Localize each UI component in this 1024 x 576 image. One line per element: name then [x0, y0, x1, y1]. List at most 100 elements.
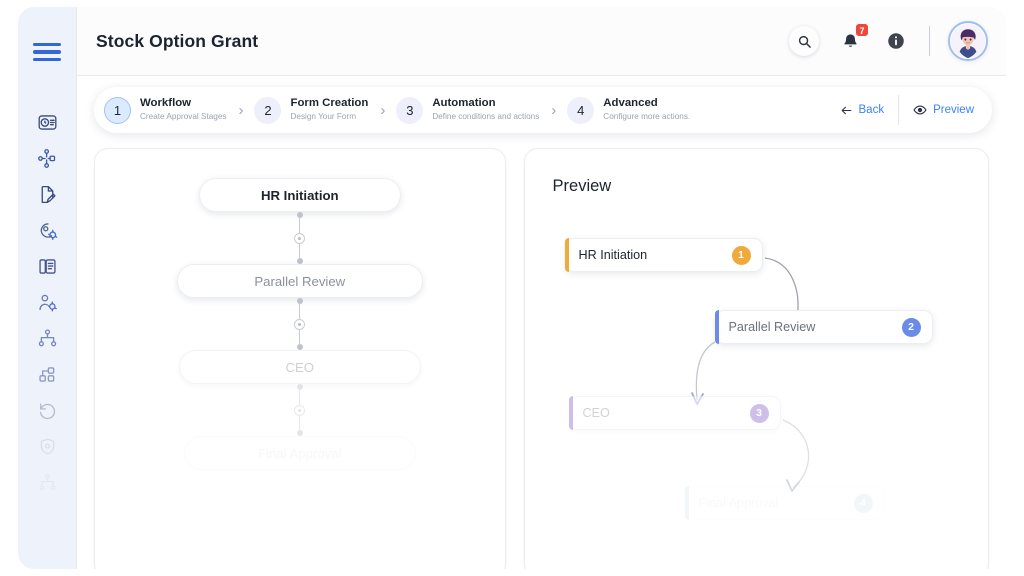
search-button[interactable] — [789, 26, 819, 56]
connector-line — [299, 415, 301, 430]
step-2-title: Form Creation — [290, 97, 369, 110]
connector-line — [299, 304, 301, 319]
connector-line — [299, 329, 301, 344]
history-undo-icon — [39, 403, 55, 419]
sidebar-item-modules[interactable] — [30, 357, 64, 391]
preview-node-label: CEO — [582, 406, 610, 420]
plug-dot-icon — [298, 236, 302, 240]
sidebar — [18, 7, 76, 569]
preview-node-parallel-review[interactable]: Parallel Review 2 — [714, 310, 933, 344]
back-label: Back — [858, 104, 885, 116]
step-1-text: Workflow Create Approval Stages — [140, 97, 227, 121]
stepper: 1 Workflow Create Approval Stages › 2 Fo… — [94, 87, 992, 133]
chevron-right-icon: › — [551, 101, 557, 119]
step-1-title: Workflow — [140, 97, 192, 110]
step-2-form-creation[interactable]: 2 Form Creation Design Your Form — [252, 96, 370, 124]
step-3-automation[interactable]: 3 Automation Define conditions and actio… — [394, 96, 541, 124]
chevron-right-icon: › — [380, 101, 386, 119]
preview-node-accent-bar — [714, 310, 719, 344]
add-step-button[interactable] — [294, 318, 306, 330]
sidebar-item-people[interactable] — [30, 285, 64, 319]
topbar: Stock Option Grant 7 — [77, 7, 1006, 76]
preview-node-hr-initiation[interactable]: HR Initiation 1 — [564, 238, 763, 272]
preview-node-ceo[interactable]: CEO 3 — [568, 396, 781, 430]
workflow-node-ceo[interactable]: CEO — [178, 350, 421, 384]
notifications-button[interactable]: 7 — [835, 23, 869, 56]
connector-line — [299, 390, 301, 405]
preview-node-badge: 4 — [853, 493, 873, 513]
connector-dot — [296, 212, 303, 218]
plug-dot-icon — [298, 322, 302, 326]
preview-button[interactable]: Preview — [898, 95, 986, 125]
blocks-icon — [38, 366, 54, 382]
hamburger-menu-icon[interactable] — [33, 43, 61, 61]
connector-dot — [296, 344, 303, 350]
step-2-text: Form Creation Design Your Form — [290, 97, 369, 121]
stepper-container: 1 Workflow Create Approval Stages › 2 Fo… — [77, 76, 1006, 133]
workflow-node-list: HR Initiation Parallel Review — [95, 149, 505, 470]
sidebar-item-security[interactable] — [30, 429, 64, 463]
step-1-number: 1 — [104, 96, 131, 124]
preview-panel: Preview HR Initiation 1 — [523, 148, 989, 569]
page-title: Stock Option Grant — [96, 30, 259, 51]
bell-icon — [843, 33, 857, 47]
back-button[interactable]: Back — [826, 95, 899, 125]
step-4-text: Advanced Configure more actions. — [603, 97, 691, 121]
step-4-advanced[interactable]: 4 Advanced Configure more actions. — [565, 96, 692, 124]
hamburger-bar — [33, 43, 61, 47]
preview-node-accent-bar — [684, 486, 689, 520]
add-step-button[interactable] — [294, 404, 306, 416]
arrow-left-icon — [841, 106, 851, 114]
preview-node-final-approval[interactable]: Final Approval 4 — [684, 486, 885, 520]
sidebar-item-time-tracking[interactable] — [30, 105, 64, 139]
chevron-right-icon: › — [238, 101, 244, 119]
step-3-title: Automation — [432, 97, 496, 110]
step-3-subtitle: Define conditions and actions — [432, 111, 540, 121]
sidebar-item-documents[interactable] — [30, 177, 64, 211]
panels: HR Initiation Parallel Review — [77, 133, 1006, 569]
preview-node-label: Parallel Review — [728, 320, 816, 334]
add-step-button[interactable] — [294, 232, 306, 244]
preview-node-badge: 1 — [731, 245, 751, 265]
connector-dot — [296, 384, 303, 390]
step-2-number: 2 — [254, 96, 282, 124]
sidebar-item-org-chart[interactable] — [30, 321, 64, 355]
workflow-node-final-approval[interactable]: Final Approval — [183, 436, 416, 470]
sidebar-item-profile-settings[interactable] — [30, 213, 64, 247]
workflow-connector-3 — [294, 384, 306, 436]
preview-node-badge: 2 — [901, 317, 921, 337]
sidebar-item-integrations[interactable] — [30, 465, 64, 499]
preview-node-accent-bar — [568, 396, 573, 430]
workflow-node-hr-initiation[interactable]: HR Initiation — [198, 178, 401, 212]
main-content: Stock Option Grant 7 — [76, 7, 1006, 569]
toolbar-divider — [929, 26, 930, 56]
workflow-builder-panel: HR Initiation Parallel Review — [94, 148, 506, 569]
connector-dot — [296, 430, 303, 436]
preview-node-label: Final Approval — [698, 496, 779, 510]
step-3-number: 3 — [396, 96, 424, 124]
preview-node-badge: 3 — [749, 403, 769, 423]
sidebar-item-workflow[interactable] — [30, 141, 64, 175]
connector-dot — [296, 258, 303, 264]
hierarchy-icon — [38, 328, 56, 346]
step-4-subtitle: Configure more actions. — [603, 111, 691, 121]
step-1-subtitle: Create Approval Stages — [140, 111, 227, 121]
sidebar-item-history[interactable] — [30, 393, 64, 427]
info-circle-icon — [888, 33, 904, 49]
step-1-workflow[interactable]: 1 Workflow Create Approval Stages — [102, 96, 228, 124]
user-settings-icon — [40, 222, 57, 240]
preview-label: Preview — [933, 104, 974, 116]
preview-canvas: HR Initiation 1 Parallel Review 2 CEO 3 — [525, 196, 988, 548]
clock-history-icon — [38, 114, 56, 130]
shield-dim-icon — [40, 437, 54, 455]
notification-badge: 7 — [855, 23, 869, 37]
step-4-number: 4 — [567, 96, 595, 124]
avatar[interactable] — [948, 21, 988, 61]
preview-heading: Preview — [552, 177, 612, 195]
info-button[interactable] — [881, 26, 911, 56]
topbar-actions: 7 — [789, 21, 988, 61]
workflow-connector-1 — [294, 212, 306, 264]
workflow-node-parallel-review[interactable]: Parallel Review — [176, 264, 423, 298]
org-nodes-icon — [37, 148, 55, 168]
sidebar-item-templates[interactable] — [30, 249, 64, 283]
